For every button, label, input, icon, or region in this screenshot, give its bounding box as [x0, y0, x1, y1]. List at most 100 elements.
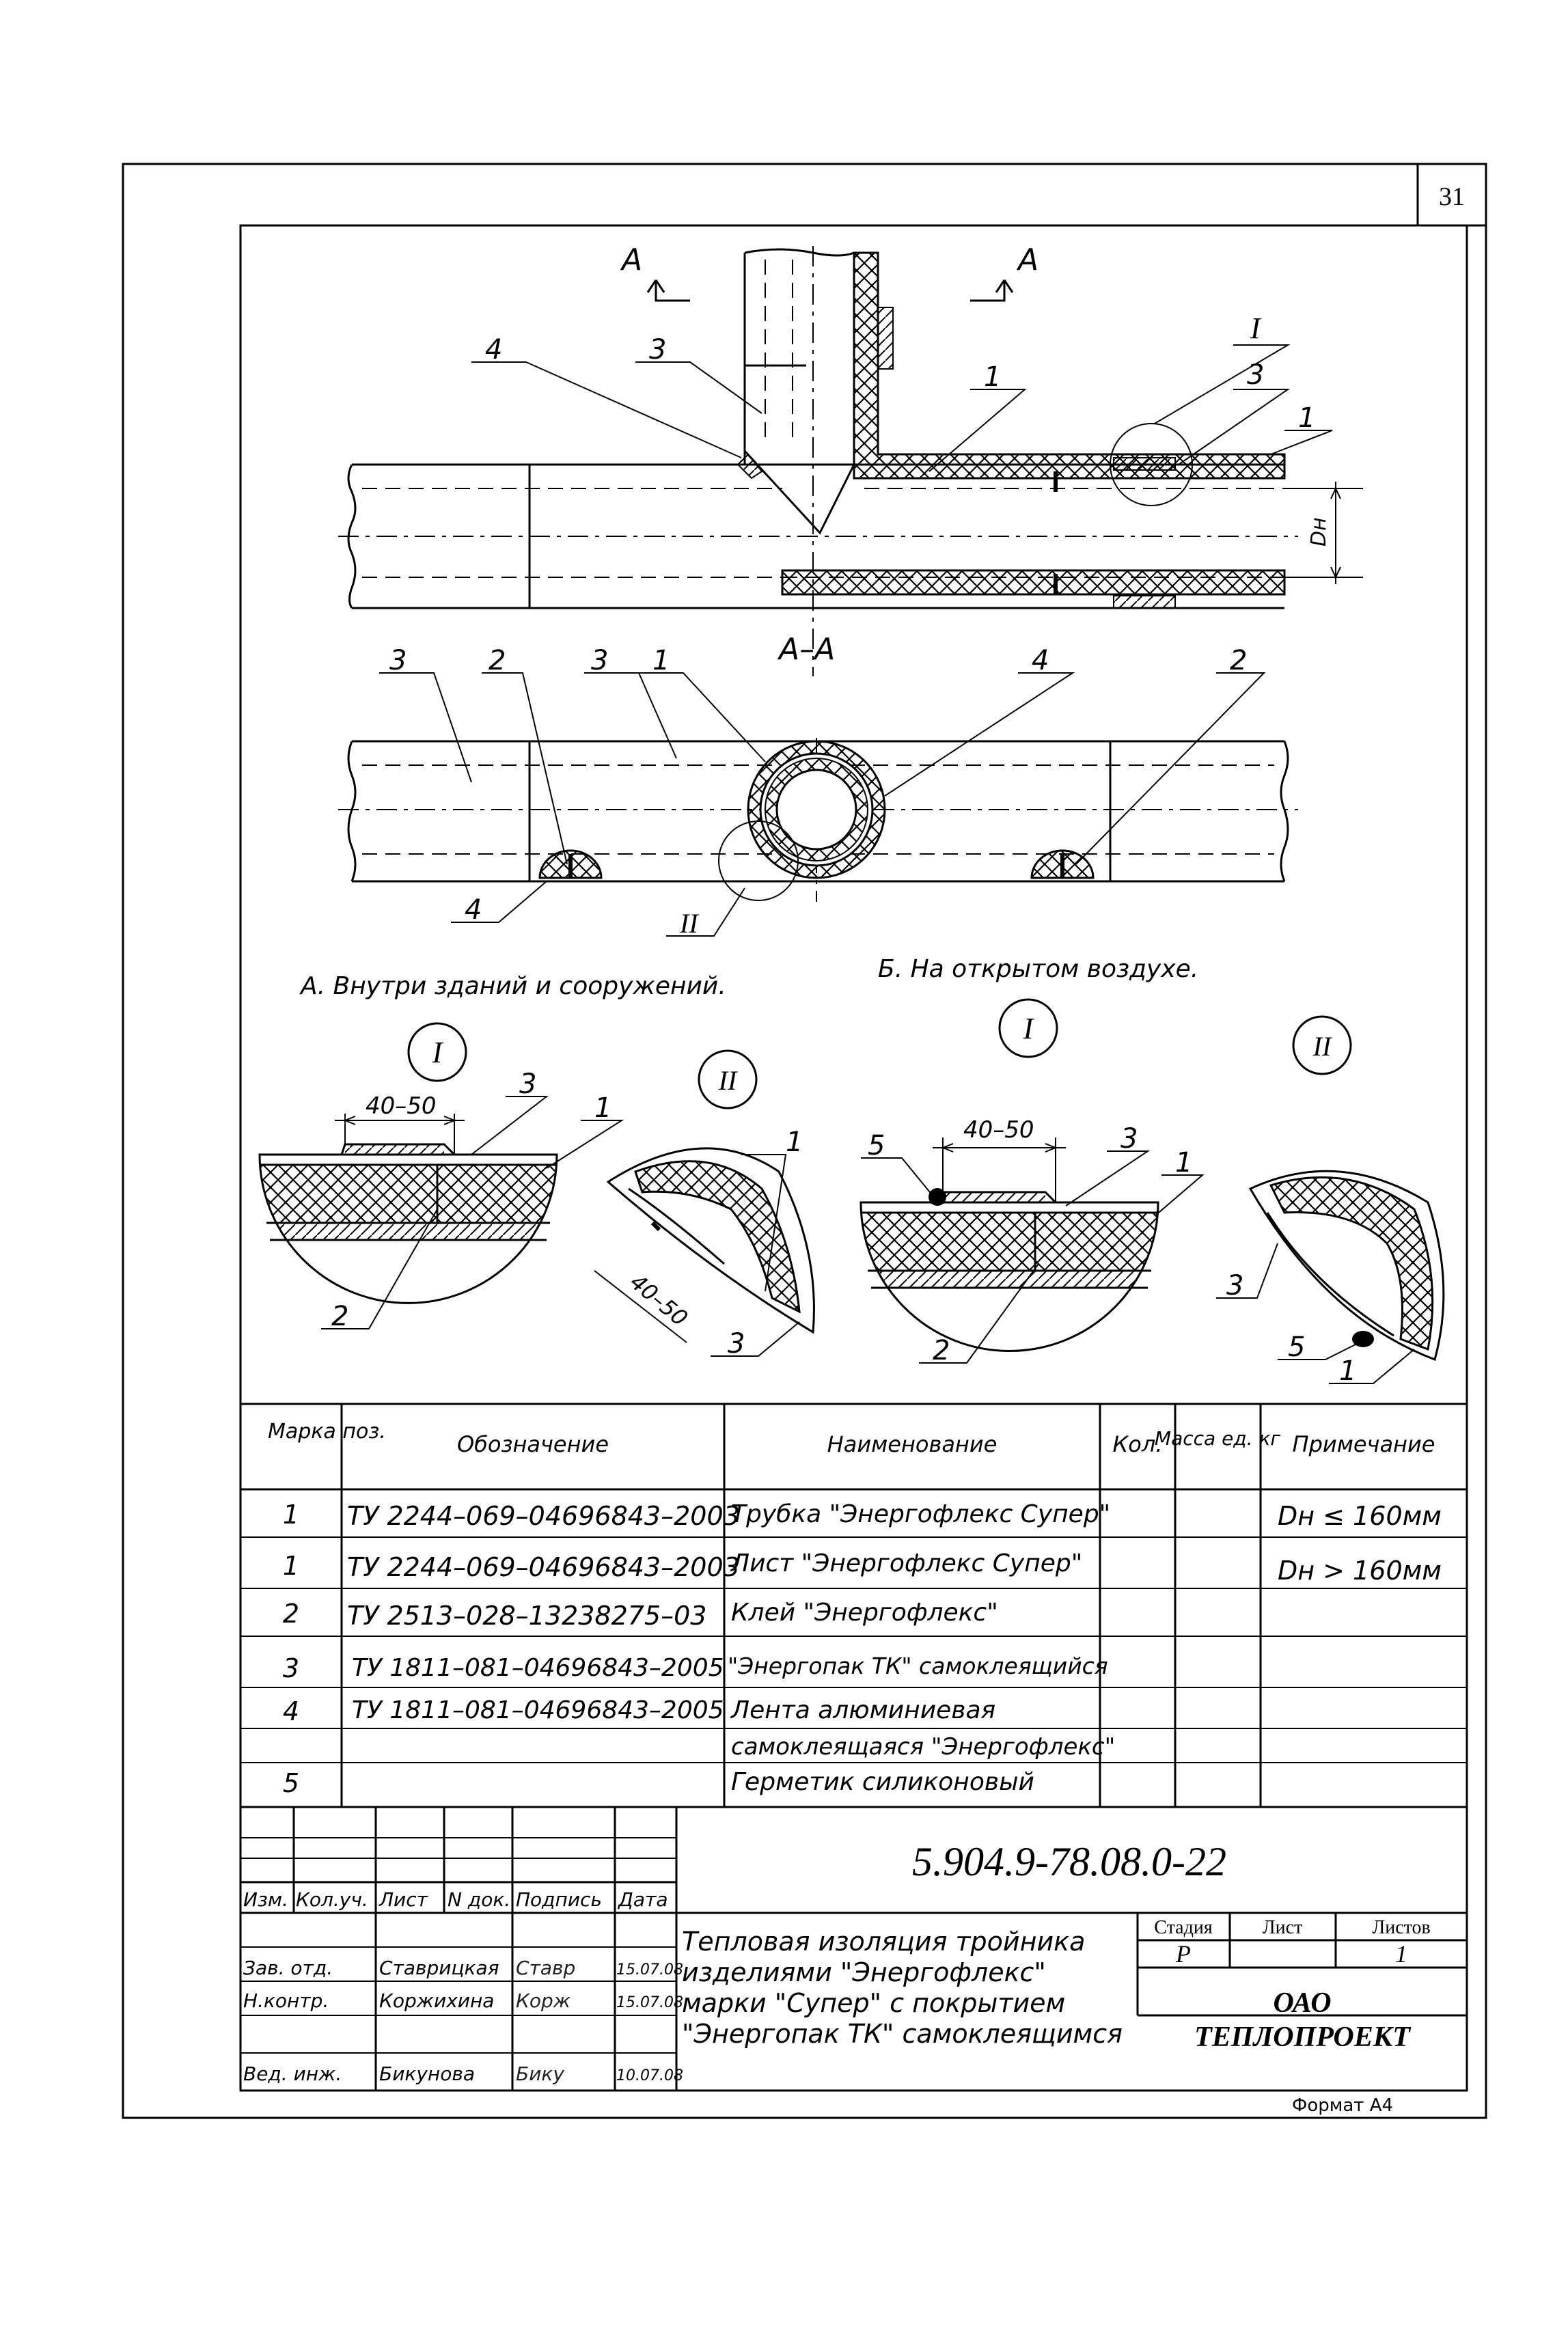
header-note: Примечание [1293, 1431, 1435, 1457]
caption-outdoor: Б. На открытом воздухе. [878, 955, 1198, 983]
row-name: Герметик силиконовый [731, 1768, 1034, 1796]
row-designation: ТУ 2513–028–13238275–03 [347, 1601, 706, 1631]
callout-1: 1 [1175, 1147, 1192, 1178]
callout-5: 5 [868, 1130, 885, 1161]
row-3: 2 ТУ 2513–028–13238275–03 Клей "Энергофл… [283, 1599, 998, 1631]
row-name: Лист "Энергофлекс Супер" [730, 1549, 1082, 1577]
callout-5: 5 [1288, 1332, 1305, 1363]
header-designation: Обозначение [457, 1431, 609, 1457]
title-line-2: изделиями "Энергофлекс" [682, 1957, 1046, 1987]
section-aa-view: 3 2 3 1 4 2 4 II [338, 645, 1298, 939]
signature: Бику [516, 2063, 564, 2085]
signer-role: Вед. инж. [243, 2063, 342, 2085]
signer-date: 15.07.08 [616, 1961, 683, 1978]
caption-indoor: А. Внутри зданий и сооружений. [299, 972, 726, 1000]
signer-name: Бикунова [379, 2063, 475, 2085]
callout-3b: 3 [1247, 359, 1264, 391]
detail-indoor-i: I 40–50 3 1 2 [258, 1022, 624, 1332]
callout-1: 1 [594, 1092, 611, 1124]
section-label-left: А [620, 243, 642, 277]
row-1: 1 ТУ 2244–069–04696843–2003 Трубка "Энер… [283, 1500, 1442, 1531]
page-number: 31 [1439, 182, 1465, 211]
callout-3: 3 [1226, 1270, 1243, 1301]
stage-value: Р [1175, 1940, 1191, 1968]
title-line-4: "Энергопак ТК" самоклеящимся [682, 2019, 1123, 2049]
row-mark: 2 [283, 1599, 299, 1629]
col-list: Лист [379, 1888, 428, 1911]
callout-3: 3 [1120, 1123, 1138, 1155]
sheet-frame [122, 163, 1487, 2119]
title-line-3: марки "Супер" с покрытием [682, 1988, 1065, 2018]
row-designation: ТУ 1811–081–04696843–2005 [352, 1654, 724, 1682]
stage-header: Стадия [1154, 1917, 1213, 1938]
callout-1: 1 [786, 1127, 803, 1158]
dim-40-50: 40–50 [366, 1092, 437, 1120]
section-label-right: А [1016, 243, 1039, 277]
signer-2: Н.контр. Коржихина Корж 15.07.08 [243, 1989, 683, 2012]
row-designation: ТУ 2244–069–04696843–2003 [347, 1552, 740, 1582]
row-mark: 1 [283, 1500, 299, 1530]
detail-outdoor-i: I 40–50 5 3 1 2 [859, 998, 1205, 1366]
row-5: 4 ТУ 1811–081–04696843–2005 Лента алюмин… [283, 1696, 995, 1726]
signer-name: Коржихина [379, 1989, 494, 2012]
doc-number: 5.904.9-78.08.0-22 [912, 1839, 1226, 1884]
callout-3: 3 [389, 645, 407, 676]
section-title-aa: А–А [777, 632, 835, 667]
sheets-value: 1 [1395, 1940, 1407, 1968]
callout-4: 4 [485, 334, 502, 365]
sheets-header: Листов [1372, 1917, 1431, 1938]
org-line-1: ОАО [1273, 1987, 1331, 2019]
row-note: Dн ≤ 160мм [1278, 1501, 1442, 1531]
row-mark: 1 [283, 1551, 299, 1581]
callout-1: 1 [1339, 1355, 1356, 1387]
callout-2: 2 [933, 1335, 950, 1366]
signer-role: Н.контр. [243, 1989, 329, 2012]
detail-mark: II [1312, 1031, 1332, 1062]
row-name: Клей "Энергофлекс" [731, 1599, 998, 1627]
callout-1: 1 [984, 361, 1001, 393]
col-kol: Кол.уч. [296, 1888, 368, 1911]
signature: Корж [516, 1989, 570, 2012]
row-4: 3 ТУ 1811–081–04696843–2005 "Энергопак Т… [283, 1653, 1108, 1683]
detail-mark-i: I [1250, 312, 1262, 345]
dn-label: Dн [1307, 517, 1331, 547]
header-name: Наименование [827, 1431, 998, 1457]
col-podp: Подпись [516, 1888, 602, 1911]
row-name: "Энергопак ТК" самоклеящийся [728, 1653, 1108, 1679]
callout-4: 4 [1032, 645, 1049, 676]
callout-2b: 2 [1230, 645, 1247, 676]
tee-view: Dн А А 4 3 1 I 3 1 А–А [338, 243, 1363, 676]
title-block: Изм. Кол.уч. Лист N док. Подпись Дата 5.… [240, 1807, 1467, 2091]
detail-mark: I [1023, 1012, 1035, 1045]
signer-date: 10.07.08 [616, 2067, 683, 2084]
row-6: 5 Герметик силиконовый [283, 1768, 1034, 1798]
callout-1: 1 [652, 645, 670, 676]
org-line-2: ТЕПЛОПРОЕКТ [1194, 2022, 1412, 2053]
row-designation: ТУ 2244–069–04696843–2003 [347, 1501, 740, 1531]
row-mark: 3 [283, 1653, 299, 1683]
signature: Ставр [516, 1957, 575, 1979]
spec-table: Марка поз. Обозначение Наименование Кол.… [240, 1403, 1467, 1808]
row-designation: ТУ 1811–081–04696843–2005 [352, 1696, 724, 1724]
detail-outdoor-ii: II 3 5 1 [1216, 1015, 1445, 1387]
signer-role: Зав. отд. [243, 1957, 333, 1979]
col-ndok: N док. [448, 1888, 510, 1911]
callout-2: 2 [331, 1301, 348, 1332]
sheet-header: Лист [1263, 1917, 1303, 1938]
detail-mark-ii: II [679, 908, 699, 939]
format-label: Формат А4 [1292, 2095, 1393, 2116]
header-mass: Масса ед. кг [1155, 1427, 1280, 1450]
signer-1: Зав. отд. Ставрицкая Ставр 15.07.08 [243, 1957, 683, 1979]
col-data: Дата [617, 1888, 668, 1911]
header-mark: Марка поз. [268, 1420, 386, 1444]
row-5-cont: самоклеящаяся "Энергофлекс" [731, 1733, 1115, 1761]
callout-3: 3 [519, 1068, 536, 1100]
col-izm: Изм. [243, 1888, 288, 1911]
detail-indoor-ii: II 40–50 1 3 [594, 1049, 815, 1360]
signer-name: Ставрицкая [379, 1957, 499, 1979]
signer-date: 15.07.08 [616, 1994, 683, 2011]
row-name: Трубка "Энергофлекс Супер" [731, 1500, 1110, 1528]
detail-mark: I [432, 1036, 444, 1069]
callout-3: 3 [649, 334, 666, 365]
row-name: самоклеящаяся "Энергофлекс" [731, 1733, 1115, 1761]
